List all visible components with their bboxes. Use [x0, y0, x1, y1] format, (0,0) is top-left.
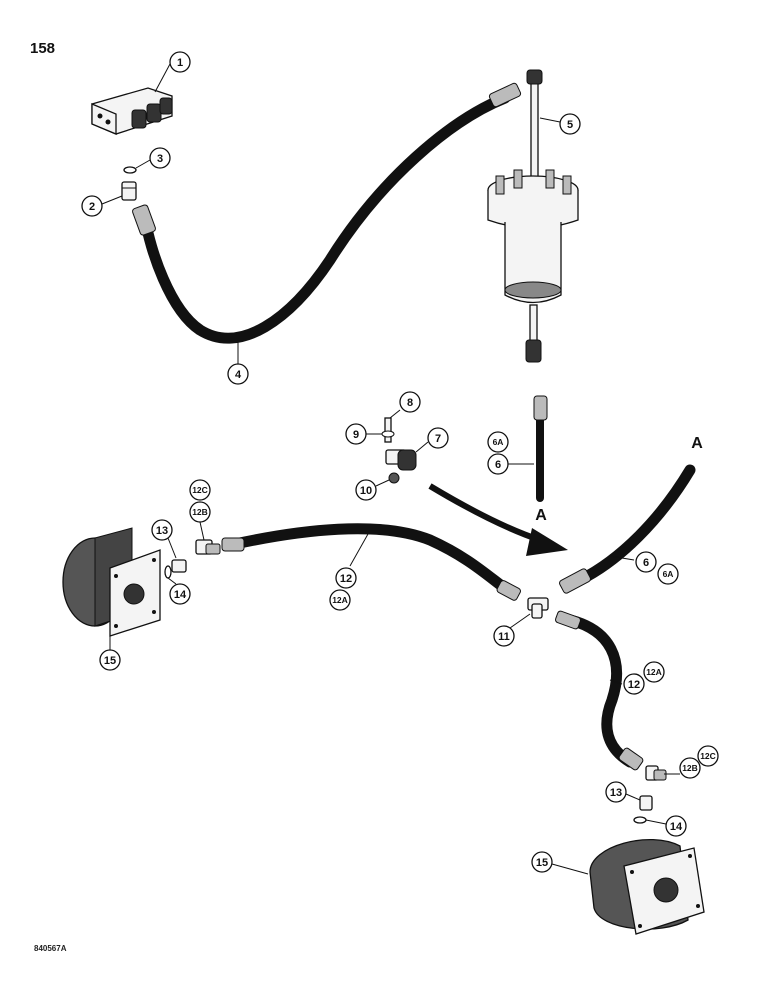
svg-text:3: 3 — [157, 153, 163, 165]
callout-13-left: 13 — [151, 519, 177, 559]
svg-text:15: 15 — [104, 655, 116, 667]
callout-10: 10 — [355, 479, 390, 501]
callout-12a-middle: 12A — [329, 589, 351, 611]
svg-text:1: 1 — [177, 57, 183, 69]
hose-clamp — [385, 449, 417, 471]
svg-text:12B: 12B — [192, 507, 208, 517]
hose-vertical-end — [533, 395, 548, 421]
wheel-motor-right — [589, 839, 705, 935]
o-ring-right — [633, 816, 647, 824]
direction-arrow — [428, 483, 541, 543]
svg-text:12C: 12C — [700, 751, 716, 761]
svg-text:4: 4 — [235, 369, 242, 381]
callout-4: 4 — [227, 342, 249, 385]
svg-text:13: 13 — [610, 787, 622, 799]
svg-text:6: 6 — [495, 459, 501, 471]
hose-end-upper-right — [488, 82, 522, 108]
connection-mark-a-upper: A — [691, 435, 703, 452]
callout-9: 9 — [345, 423, 382, 445]
brake-cylinder — [487, 69, 579, 363]
callout-12-right: 12 — [609, 673, 645, 695]
clamp-washer — [381, 430, 395, 438]
direction-arrow-head — [526, 528, 568, 556]
callout-13-right: 13 — [605, 781, 641, 803]
svg-text:6: 6 — [643, 557, 649, 569]
callout-12a-right: 12A — [643, 661, 665, 683]
elbow-fitting-upper — [121, 181, 137, 201]
callout-8: 8 — [389, 391, 421, 419]
elbow-right — [645, 765, 667, 781]
svg-text:7: 7 — [435, 433, 441, 445]
hose-left-long — [229, 523, 516, 598]
callout-6-right: 6 — [609, 551, 657, 573]
svg-text:2: 2 — [89, 201, 95, 213]
callout-15-left: 15 — [99, 632, 121, 671]
clamp-bolt — [384, 417, 392, 443]
hose-upper — [139, 92, 511, 344]
svg-text:12: 12 — [628, 679, 640, 691]
callout-15-right: 15 — [531, 851, 589, 875]
clamp-nut — [388, 472, 400, 484]
adapter-left — [171, 559, 187, 573]
wheel-motor-left — [62, 527, 161, 637]
callout-14-left: 14 — [167, 577, 191, 605]
callout-14-right: 14 — [645, 815, 687, 837]
hose-right-lower-end-b — [618, 747, 644, 771]
elbow-left — [195, 539, 221, 555]
svg-text:12B: 12B — [682, 763, 698, 773]
svg-text:12A: 12A — [332, 595, 348, 605]
callout-12c-left: 12C — [189, 479, 211, 501]
hose-right-end — [559, 568, 591, 594]
callout-11: 11 — [493, 613, 531, 647]
callout-2: 2 — [81, 195, 123, 217]
callout-6a-upper: 6A — [487, 431, 509, 453]
connection-mark-a-lower: A — [535, 507, 547, 524]
svg-text:12C: 12C — [192, 485, 208, 495]
svg-text:5: 5 — [567, 119, 573, 131]
hose-right-lower-end-a — [555, 610, 581, 630]
svg-text:12A: 12A — [646, 667, 662, 677]
callout-12b-left: 12B — [189, 501, 211, 541]
callout-6a-right: 6A — [657, 563, 679, 585]
hose-left-end-b — [496, 580, 521, 601]
callout-12b-right: 12B — [664, 757, 701, 779]
drawing-code: 840567A — [34, 944, 67, 953]
svg-text:15: 15 — [536, 857, 548, 869]
svg-text:8: 8 — [407, 397, 413, 409]
hose-right-a — [574, 464, 696, 586]
callout-12-middle: 12 — [335, 533, 369, 589]
svg-text:14: 14 — [174, 589, 187, 601]
svg-text:11: 11 — [498, 631, 510, 643]
callout-12c-right: 12C — [697, 745, 719, 767]
o-ring-upper — [123, 166, 137, 174]
page-number: 158 — [30, 40, 56, 57]
o-ring-left — [164, 565, 172, 579]
svg-text:10: 10 — [360, 485, 372, 497]
tee-fitting — [527, 597, 549, 619]
svg-text:6A: 6A — [493, 437, 504, 447]
hose-right-lower — [564, 614, 636, 768]
callout-3: 3 — [135, 147, 171, 169]
svg-text:12: 12 — [340, 573, 352, 585]
callout-5: 5 — [539, 113, 581, 135]
callout-7: 7 — [415, 427, 449, 453]
svg-text:6A: 6A — [663, 569, 674, 579]
callout-6-upper: 6 — [487, 453, 534, 475]
hose-left-end-a — [221, 537, 245, 552]
svg-text:14: 14 — [670, 821, 683, 833]
svg-text:13: 13 — [156, 525, 168, 537]
adapter-right — [639, 795, 653, 811]
svg-text:9: 9 — [353, 429, 359, 441]
hose-end-upper-left — [132, 204, 156, 236]
valve-block — [91, 87, 173, 135]
callout-1: 1 — [154, 51, 191, 93]
